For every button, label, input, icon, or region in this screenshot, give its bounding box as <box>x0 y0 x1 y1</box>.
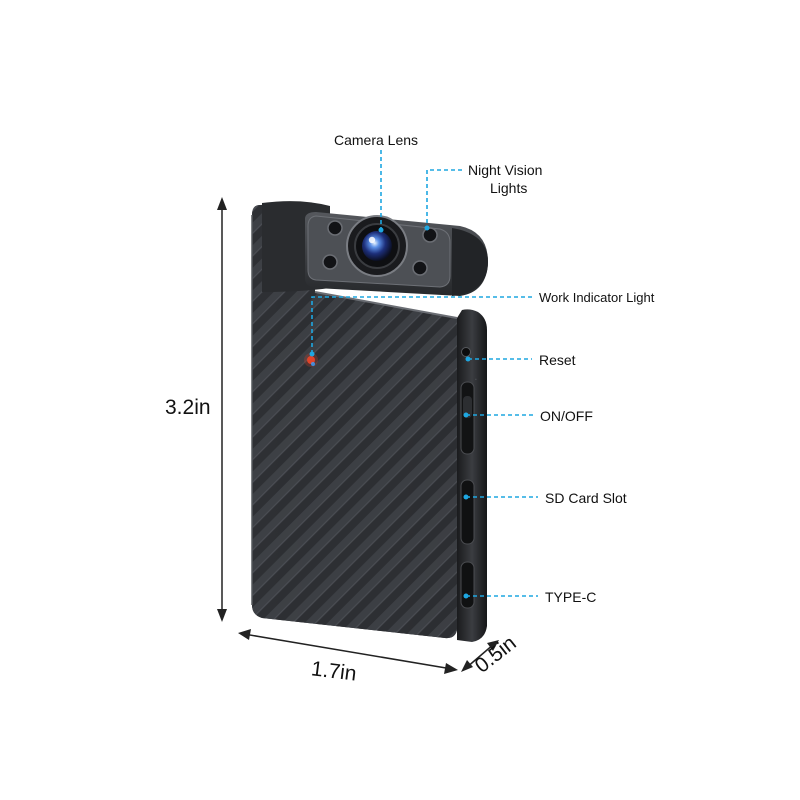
camera-head <box>262 201 488 296</box>
type-c-port[interactable] <box>460 561 475 609</box>
ir-light-icon <box>412 260 428 276</box>
ir-light-icon <box>422 227 438 243</box>
night-vision-label-line1: Night Vision <box>468 162 543 178</box>
device-body <box>251 204 458 639</box>
camera-lens-label: Camera Lens <box>334 132 419 148</box>
night-vision-label-line2: Lights <box>490 180 528 196</box>
ir-light-icon <box>322 254 338 270</box>
work-indicator-label: Work Indicator Light <box>539 290 655 305</box>
ir-light-icon <box>327 220 343 236</box>
reset-hole[interactable] <box>461 347 471 357</box>
type-c-label: TYPE-C <box>545 589 597 605</box>
power-switch-knob[interactable] <box>463 396 472 418</box>
sd-card-slot-label: SD Card Slot <box>545 490 627 506</box>
indicator-light-icon <box>304 353 318 367</box>
reset-label: Reset <box>539 352 576 368</box>
dimension-lines <box>217 197 499 674</box>
height-dimension: 3.2in <box>165 396 211 419</box>
on-off-label: ON/OFF <box>540 408 593 424</box>
sd-card-slot[interactable] <box>460 479 475 545</box>
svg-text:·: · <box>472 378 479 380</box>
callout-leaders <box>309 150 538 599</box>
